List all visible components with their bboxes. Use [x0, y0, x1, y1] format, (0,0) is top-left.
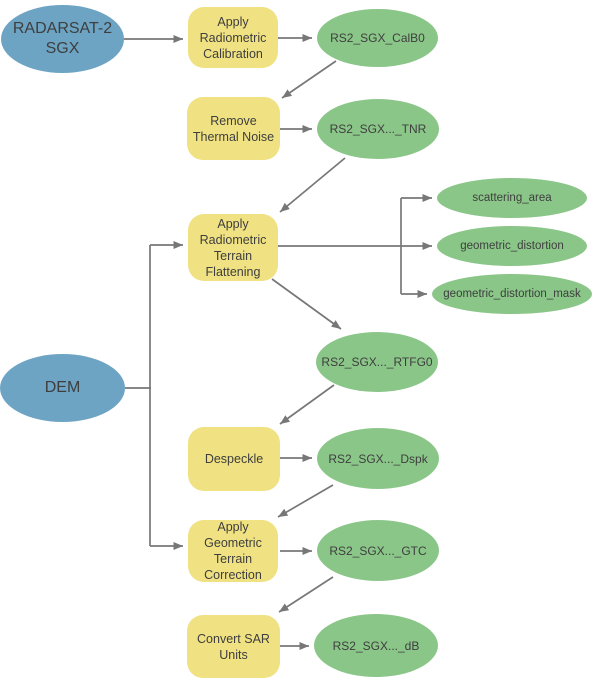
node-label: Apply Radiometric Terrain Flattening: [199, 216, 267, 279]
arrow-gtc-to-convert-sar-units: [278, 576, 334, 613]
node-rs2-sgx-gtc[interactable]: RS2_SGX..._GTC: [317, 520, 439, 581]
node-rs2-sgx-calb0[interactable]: RS2_SGX_CalB0: [317, 9, 438, 67]
node-label: Remove Thermal Noise: [192, 113, 275, 144]
node-despeckle[interactable]: Despeckle: [188, 427, 280, 491]
node-label: DEM: [44, 379, 81, 396]
node-rs2-sgx-rtfg0[interactable]: RS2_SGX..._RTFG0: [316, 332, 438, 392]
node-label: geometric_distortion: [460, 240, 564, 252]
node-rs2-sgx-tnr[interactable]: RS2_SGX..._TNR: [317, 99, 439, 159]
node-label: Apply Geometric Terrain Correction: [204, 520, 262, 582]
node-label: Apply Radiometric Calibration: [199, 14, 267, 61]
arrow-tnr-to-flattening: [279, 157, 346, 213]
node-apply-radiometric-calibration[interactable]: Apply Radiometric Calibration: [188, 7, 278, 68]
node-label: Despeckle: [204, 452, 264, 466]
arrow-rtfg0-to-despeckle: [279, 384, 335, 425]
arrow-flattening-to-rtfg0: [271, 278, 342, 330]
node-label: RADARSAT-2 SGX: [12, 20, 113, 57]
arrow-dspk-to-geometric-correction: [277, 484, 334, 518]
node-dem[interactable]: DEM: [0, 354, 125, 422]
node-scattering-area[interactable]: scattering_area: [437, 178, 587, 218]
node-label: geometric_distortion_mask: [443, 288, 581, 300]
node-label: RS2_SGX..._dB: [332, 638, 420, 653]
node-apply-geometric-terrain-correction[interactable]: Apply Geometric Terrain Correction: [188, 520, 278, 582]
node-remove-thermal-noise[interactable]: Remove Thermal Noise: [187, 97, 280, 160]
node-label: RS2_SGX..._GTC: [329, 543, 427, 558]
node-label: RS2_SGX..._TNR: [329, 122, 427, 136]
node-label: RS2_SGX_CalB0: [330, 31, 425, 45]
node-radarsat-2-sgx[interactable]: RADARSAT-2 SGX: [1, 5, 124, 73]
node-label: RS2_SGX..._Dspk: [328, 451, 428, 466]
node-rs2-sgx-dspk[interactable]: RS2_SGX..._Dspk: [317, 428, 439, 489]
node-label: RS2_SGX..._RTFG0: [321, 355, 433, 369]
node-label: Convert SAR Units: [197, 631, 270, 662]
node-rs2-sgx-db[interactable]: RS2_SGX..._dB: [314, 614, 438, 677]
node-label: scattering_area: [472, 192, 552, 204]
node-apply-radiometric-terrain-flattening[interactable]: Apply Radiometric Terrain Flattening: [188, 214, 278, 281]
node-geometric-distortion-mask[interactable]: geometric_distortion_mask: [432, 274, 592, 314]
node-geometric-distortion[interactable]: geometric_distortion: [437, 226, 587, 266]
arrow-calb0-to-thermal-noise: [281, 60, 337, 99]
node-convert-sar-units[interactable]: Convert SAR Units: [187, 615, 280, 678]
